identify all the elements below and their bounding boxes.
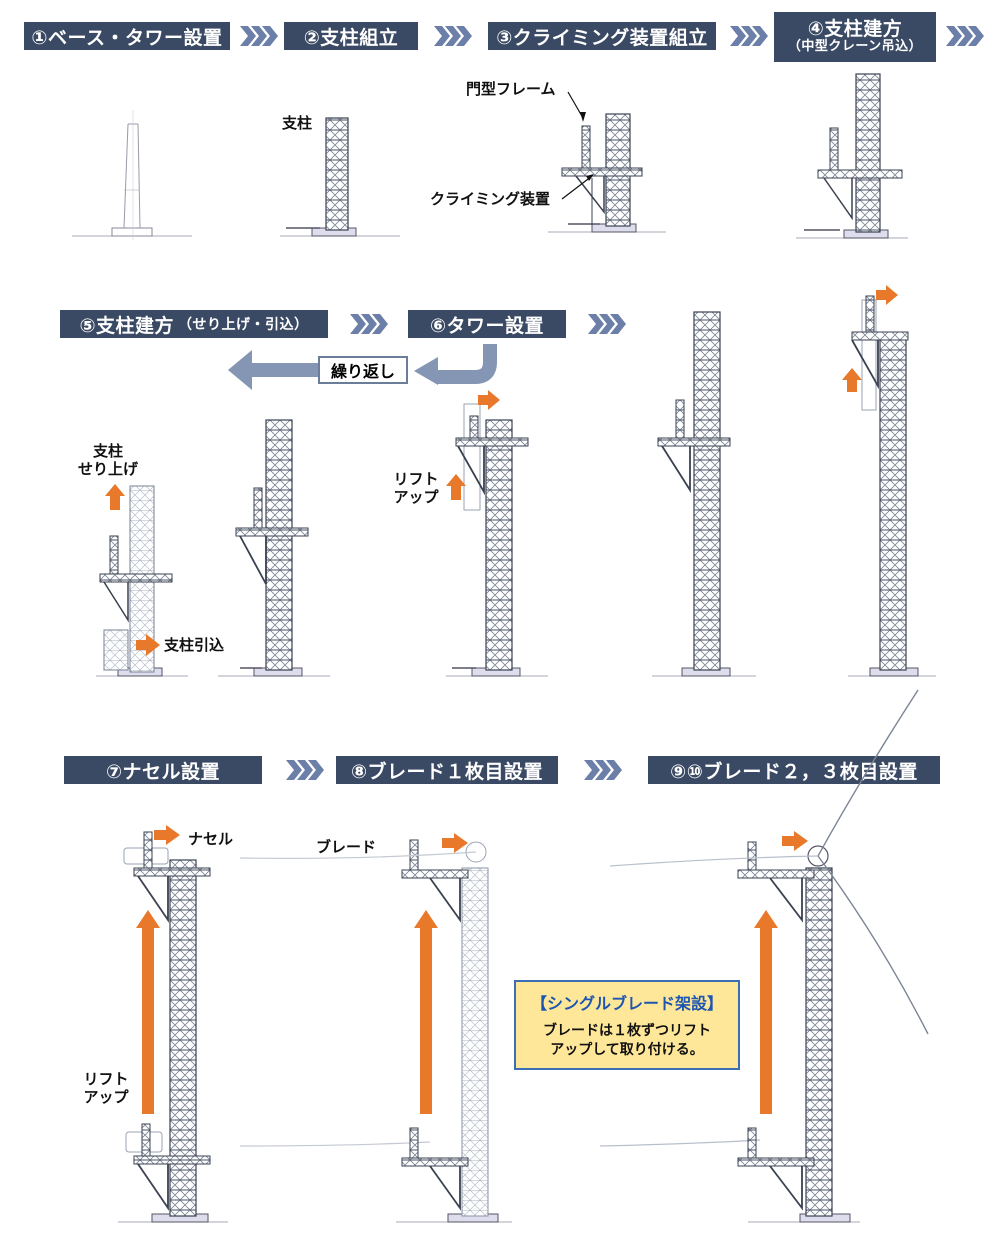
long-up-arrow-nacelle	[136, 910, 160, 1114]
step8-blade1	[239, 839, 512, 1223]
chevron-icon	[588, 314, 626, 334]
repeat-label: 繰り返し	[330, 362, 395, 381]
chevron-icon	[240, 26, 278, 46]
step6-tower-top	[848, 295, 936, 677]
step-1-header: ①ベース・タワー設置	[24, 22, 230, 50]
loop-arrow-left	[228, 350, 318, 390]
step-6-header: ⑥タワー設置	[408, 310, 566, 338]
label-blade: ブレード	[316, 838, 377, 856]
label-lift-up-6-a: リフト	[393, 470, 439, 488]
right-arrow-tower	[478, 390, 500, 410]
up-arrow-tower-top	[842, 368, 862, 392]
label-lift-up-7: リフト アップ	[78, 1070, 134, 1106]
right-arrow-nacelle	[154, 825, 180, 845]
label-lift-up-6: リフト アップ	[388, 470, 444, 506]
label-lift-up-7-b: アップ	[83, 1088, 129, 1106]
step-7-header: ⑦ナセル設置	[64, 756, 262, 784]
label-pillar-raise-1: 支柱	[92, 442, 123, 460]
right-arrow-tower-top	[876, 285, 898, 305]
label-lift-up-6-b: アップ	[393, 488, 439, 506]
chevron-icon	[946, 26, 984, 46]
repeat-box: 繰り返し	[318, 356, 408, 384]
step-7-text: ⑦ナセル設置	[105, 760, 221, 783]
long-up-arrow-blade1	[414, 910, 438, 1114]
label-lift-up-7-a: リフト	[83, 1070, 129, 1088]
callout-title: 【シングルブレード架設】	[530, 994, 723, 1013]
label-portal-frame: 門型フレーム	[466, 80, 556, 98]
up-arrow-tower	[446, 474, 466, 500]
up-arrow-pillar	[105, 484, 125, 510]
step6-tower-full	[652, 311, 756, 677]
step-5-subtext: （せり上げ・引込）	[178, 317, 309, 333]
step7-nacelle	[118, 831, 228, 1223]
step-4-subtext: （中型クレーン吊込）	[787, 39, 923, 55]
step-8-header: ⑧ブレード１枚目設置	[336, 756, 558, 784]
chevron-icon	[584, 760, 622, 780]
step-5-header: ⑤支柱建方（せり上げ・引込）	[60, 310, 328, 338]
step-3-header: ③クライミング装置組立	[488, 22, 716, 50]
right-arrow-blade2	[782, 831, 808, 851]
step1-tower	[72, 110, 192, 240]
step-3-text: ③クライミング装置組立	[496, 26, 708, 49]
label-pillar-raise: 支柱 せり上げ	[68, 442, 148, 478]
callout-line-1: ブレードは１枚ずつリフト	[543, 1023, 711, 1039]
step-4-header: ④支柱建方（中型クレーン吊込）	[774, 12, 936, 62]
label-climbing-device: クライミング装置	[430, 190, 551, 208]
callout-body: ブレードは１枚ずつリフト アップして取り付ける。	[516, 1022, 738, 1060]
chevron-icon	[434, 26, 472, 46]
right-arrow-blade1	[442, 833, 468, 853]
step6-tower-lift	[446, 403, 548, 677]
step3-climbing	[548, 91, 666, 233]
step-8-text: ⑧ブレード１枚目設置	[350, 760, 544, 783]
step-6-text: ⑥タワー設置	[429, 314, 545, 337]
long-up-arrow-blade2	[754, 910, 778, 1114]
label-pillar: 支柱	[282, 114, 313, 132]
label-nacelle: ナセル	[188, 830, 234, 848]
step-2-text: ②支柱組立	[303, 26, 399, 49]
step2-pillar	[280, 117, 400, 237]
step-9-header: ⑨⑩ブレード２，３枚目設置	[648, 756, 940, 784]
single-blade-callout: 【シングルブレード架設】 ブレードは１枚ずつリフト アップして取り付ける。	[514, 980, 740, 1070]
loop-arrow-right	[414, 344, 497, 385]
step5-tower	[218, 419, 330, 677]
step-1-text: ①ベース・タワー設置	[31, 26, 223, 49]
step-5-text: ⑤支柱建方	[79, 314, 175, 337]
step-9-text: ⑨⑩ブレード２，３枚目設置	[670, 760, 918, 783]
step-4-text: ④支柱建方	[807, 17, 903, 40]
right-arrow-pillar-pull	[136, 634, 160, 656]
step4-pillar	[796, 73, 908, 239]
callout-line-2: アップして取り付ける。	[550, 1041, 704, 1058]
chevron-icon	[286, 760, 324, 780]
chevron-icon	[730, 26, 768, 46]
label-pillar-pull: 支柱引込	[164, 636, 225, 654]
chevron-icon	[350, 314, 388, 334]
step-2-header: ②支柱組立	[284, 22, 418, 50]
label-pillar-raise-2: せり上げ	[77, 460, 138, 478]
step9-blades	[599, 689, 929, 1223]
